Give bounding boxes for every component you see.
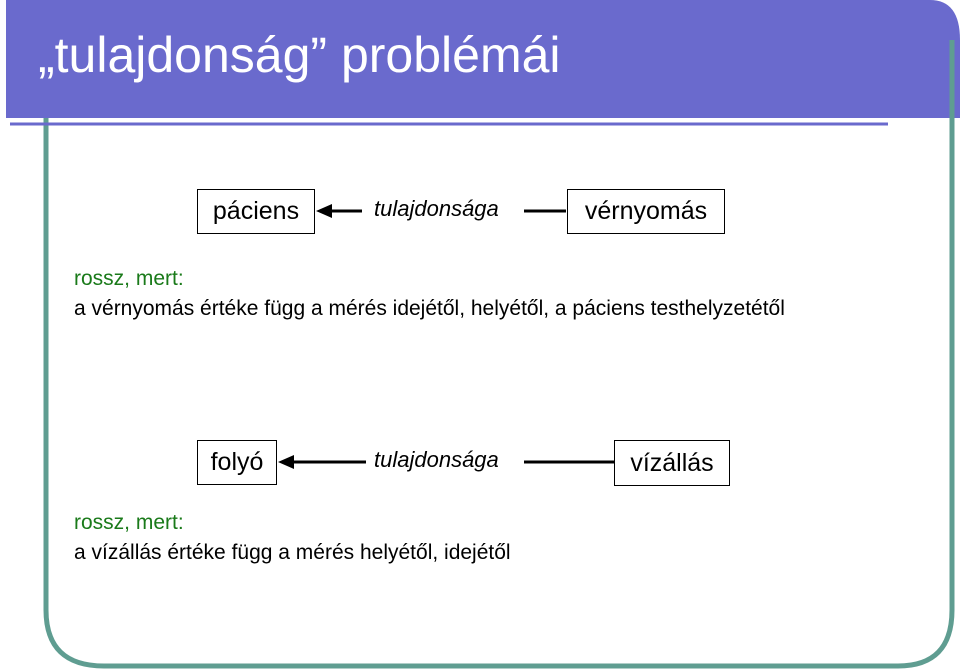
property-box-1: vérnyomás <box>567 189 725 234</box>
reason-text-2: a vízállás értéke függ a mérés helyétől,… <box>74 541 511 564</box>
entity-box-1: páciens <box>197 189 315 234</box>
reason-label-2: rossz, mert: <box>74 511 184 534</box>
arrowhead-1-icon <box>316 204 332 218</box>
reason-label-1: rossz, mert: <box>74 267 184 290</box>
title-band <box>6 0 960 118</box>
property-box-2: vízállás <box>614 440 730 486</box>
entity-box-2: folyó <box>197 440 277 485</box>
relation-label-2: tulajdonsága <box>374 447 499 472</box>
relation-label-1: tulajdonsága <box>374 196 499 221</box>
slide-title: „tulajdonság” problémái <box>38 27 561 83</box>
reason-text-1: a vérnyomás értéke függ a mérés idejétől… <box>74 297 785 320</box>
arrowhead-2-icon <box>278 455 294 469</box>
slide-border <box>43 40 955 669</box>
